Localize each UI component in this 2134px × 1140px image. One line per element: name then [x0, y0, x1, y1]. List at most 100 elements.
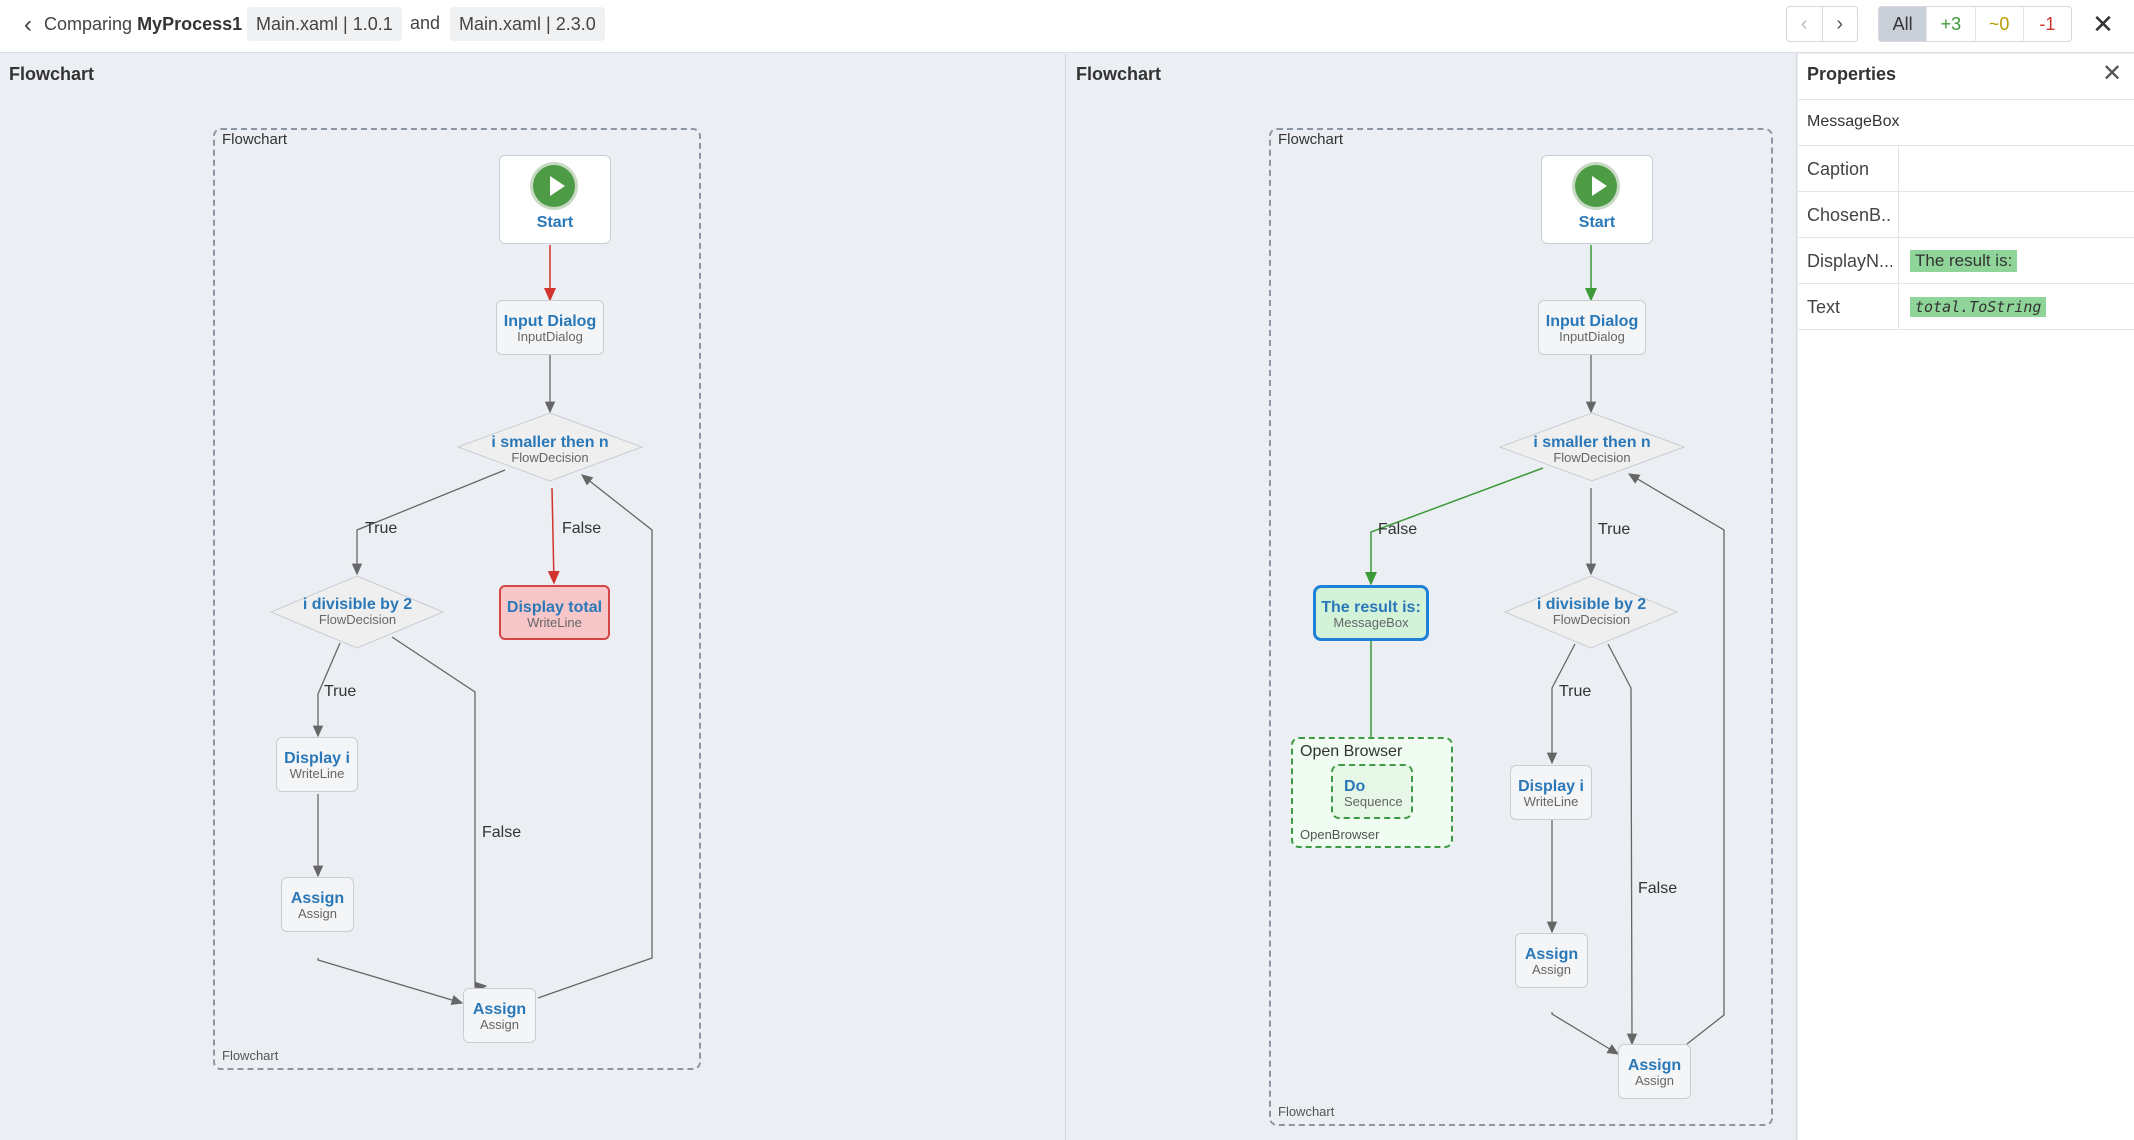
right-file-chip: Main.xaml | 2.3.0: [450, 7, 605, 41]
chevron-left-icon: ‹: [24, 11, 32, 38]
property-value: The result is:: [1898, 238, 2134, 283]
change-navigation: ‹ ›: [1786, 6, 1858, 42]
chevron-left-icon: ‹: [1800, 13, 1808, 35]
filter-modified-button[interactable]: ~0: [1974, 7, 2023, 41]
activity-type: Sequence: [1344, 794, 1403, 809]
top-bar: ‹ Comparing MyProcess1 Main.xaml | 1.0.1…: [0, 0, 2134, 53]
right-decision-divisible[interactable]: i divisible by 2 FlowDecision: [1514, 596, 1669, 627]
chevron-right-icon: ›: [1836, 13, 1844, 35]
property-value: [1898, 146, 2134, 191]
left-flowchart-label: Flowchart: [222, 131, 288, 148]
decision-title: i divisible by 2: [1536, 596, 1647, 613]
edge-label-true: True: [1559, 683, 1592, 700]
comparing-label: Comparing: [44, 14, 133, 34]
left-file-chip: Main.xaml | 1.0.1: [247, 7, 402, 41]
left-display-total-activity-removed[interactable]: Display total WriteLine: [499, 585, 610, 640]
close-comparison-button[interactable]: ✕: [2088, 9, 2118, 39]
left-decision-divisible[interactable]: i divisible by 2 FlowDecision: [280, 596, 435, 627]
property-row-text: Text total.ToString: [1798, 284, 2134, 330]
decision-title: i smaller then n: [491, 434, 609, 451]
activity-title: Do: [1344, 778, 1366, 795]
open-browser-type: OpenBrowser: [1300, 827, 1380, 842]
right-start-node[interactable]: Start: [1541, 155, 1653, 244]
close-icon: ✕: [2092, 9, 2114, 39]
right-message-box-activity-added[interactable]: The result is: MessageBox: [1313, 585, 1429, 641]
right-do-sequence-added[interactable]: Do Sequence: [1331, 764, 1413, 819]
property-name: Text: [1807, 297, 1841, 317]
right-diagram-pane[interactable]: Flowchart Flowchart Flowchart Start Inpu…: [1067, 54, 1797, 1140]
right-input-dialog-activity[interactable]: Input Dialog InputDialog: [1538, 300, 1646, 355]
right-display-i-activity[interactable]: Display i WriteLine: [1510, 765, 1592, 820]
decision-title: i divisible by 2: [302, 596, 413, 613]
left-flowchart-footer: Flowchart: [222, 1048, 279, 1063]
property-row-display-name: DisplayN... The result is:: [1798, 238, 2134, 284]
property-name: Caption: [1807, 159, 1870, 179]
right-pane-title: Flowchart: [1076, 64, 1162, 84]
activity-title: The result is:: [1321, 599, 1421, 616]
activity-title: Input Dialog: [503, 313, 597, 330]
close-properties-button[interactable]: ✕: [2098, 60, 2126, 88]
activity-type: InputDialog: [517, 329, 583, 344]
activity-title: Display i: [1518, 778, 1584, 795]
property-name: DisplayN...: [1807, 251, 1892, 271]
right-flowchart-footer: Flowchart: [1278, 1104, 1335, 1119]
next-change-button[interactable]: ›: [1821, 7, 1858, 41]
decision-type: FlowDecision: [1553, 450, 1631, 465]
decision-title: i smaller then n: [1533, 434, 1651, 451]
left-assign-activity-1[interactable]: Assign Assign: [281, 877, 354, 932]
edge-label-false: False: [1638, 880, 1678, 897]
left-decision-main[interactable]: i smaller then n FlowDecision: [470, 434, 630, 465]
property-value-added: The result is:: [1910, 250, 2018, 272]
back-button[interactable]: ‹: [14, 12, 42, 38]
process-name: MyProcess1: [137, 14, 243, 34]
right-assign-activity-2[interactable]: Assign Assign: [1618, 1044, 1691, 1099]
and-label: and: [410, 13, 441, 33]
activity-type: InputDialog: [1559, 329, 1625, 344]
play-triangle-icon: [1592, 176, 1607, 196]
left-connectors: [269, 245, 653, 1006]
activity-title: Input Dialog: [1545, 313, 1639, 330]
filter-removed-button[interactable]: -1: [2022, 7, 2071, 41]
activity-type: MessageBox: [1333, 615, 1409, 630]
activity-title: Display i: [284, 750, 350, 767]
property-row-caption: Caption: [1798, 146, 2134, 192]
play-triangle-icon: [550, 176, 565, 196]
edge-label-false: False: [1378, 521, 1418, 538]
activity-type: WriteLine: [1523, 794, 1579, 809]
left-display-i-activity[interactable]: Display i WriteLine: [276, 737, 358, 792]
left-assign-activity-2[interactable]: Assign Assign: [463, 988, 536, 1043]
edge-label-true: True: [365, 520, 398, 537]
activity-title: Assign: [1524, 946, 1579, 963]
activity-title: Assign: [290, 890, 345, 907]
left-start-node[interactable]: Start: [499, 155, 611, 244]
activity-type: WriteLine: [289, 766, 345, 781]
left-diagram-pane[interactable]: Flowchart Flowchart Flowchart Start Inpu…: [0, 54, 1066, 1140]
previous-change-button[interactable]: ‹: [1787, 7, 1822, 41]
right-decision-main[interactable]: i smaller then n FlowDecision: [1512, 434, 1672, 465]
filter-added-button[interactable]: +3: [1926, 7, 1974, 41]
activity-type: Assign: [1531, 962, 1572, 977]
right-flowchart-container: [1269, 128, 1773, 1126]
property-name: ChosenB...: [1807, 205, 1892, 225]
left-pane-title: Flowchart: [9, 64, 95, 84]
activity-type: Assign: [1634, 1073, 1675, 1088]
diff-filter-group: All +3 ~0 -1: [1878, 6, 2072, 42]
comparison-title: Comparing MyProcess1: [44, 12, 242, 36]
close-icon: ✕: [2101, 60, 2123, 87]
decision-type: FlowDecision: [1552, 612, 1631, 627]
right-connectors: [1365, 245, 1725, 1055]
right-flowchart-label: Flowchart: [1278, 131, 1344, 148]
left-start-label: Start: [536, 214, 574, 231]
left-input-dialog-activity[interactable]: Input Dialog InputDialog: [496, 300, 604, 355]
property-value: total.ToString: [1898, 284, 2134, 329]
right-assign-activity-1[interactable]: Assign Assign: [1515, 933, 1588, 988]
activity-title: Assign: [1627, 1057, 1682, 1074]
properties-title: Properties: [1807, 64, 1897, 84]
decision-type: FlowDecision: [318, 612, 397, 627]
property-value-added: total.ToString: [1910, 297, 2047, 317]
edge-label-true: True: [1598, 521, 1631, 538]
filter-all-button[interactable]: All: [1879, 7, 1927, 41]
right-start-label: Start: [1578, 214, 1616, 231]
decision-type: FlowDecision: [511, 450, 589, 465]
property-value: [1898, 192, 2134, 237]
